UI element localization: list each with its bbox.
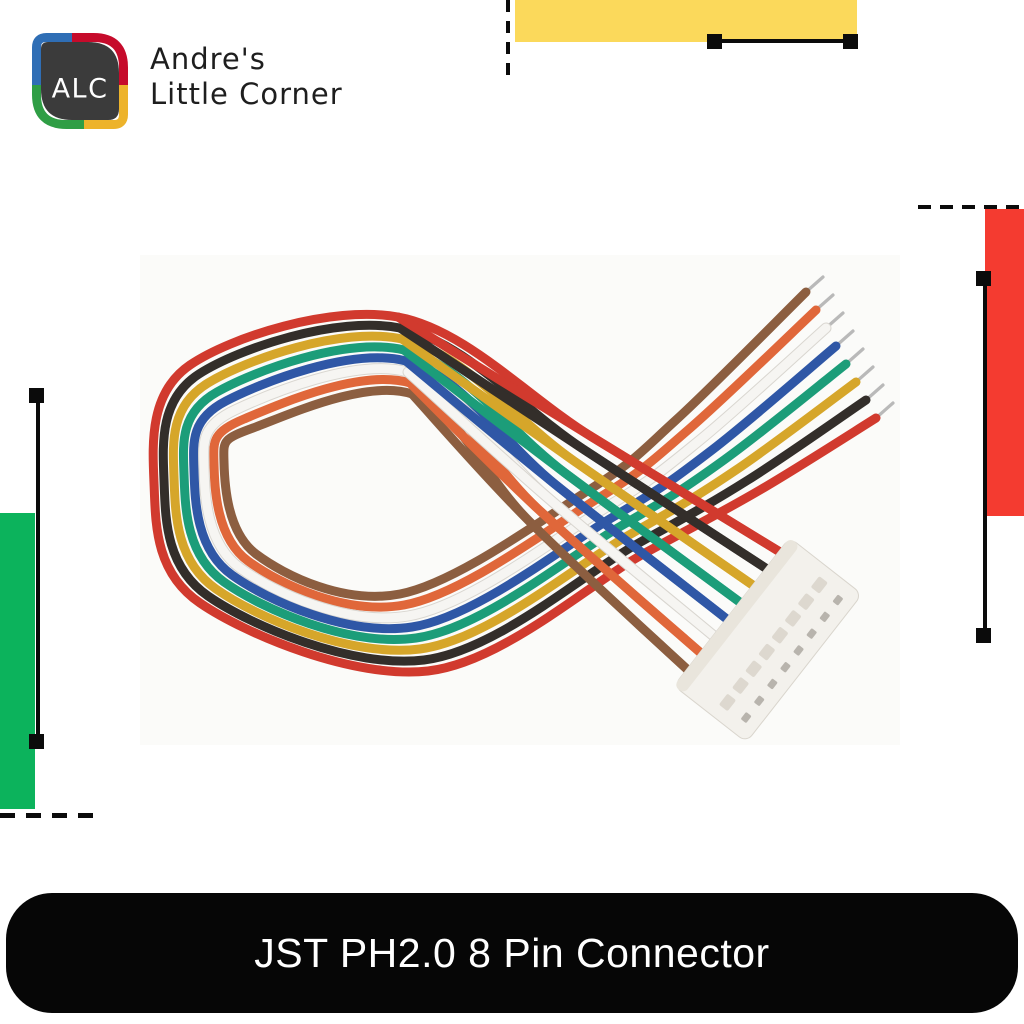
logo-tile <box>41 42 119 120</box>
accent-bar-yellow <box>515 0 857 42</box>
logo-arc-red <box>72 33 128 85</box>
connector-pin <box>780 662 791 673</box>
connector-slot <box>811 576 828 593</box>
brand-name-line2: Little Corner <box>150 77 343 111</box>
measure-line-top <box>714 39 850 43</box>
jst-connector <box>676 540 859 740</box>
logo-arc-green <box>32 85 84 129</box>
dashed-line-right <box>918 205 1024 209</box>
square-endpoint <box>976 628 991 643</box>
logo-arc-yellow <box>84 85 128 129</box>
connector-shading <box>676 540 798 692</box>
square-endpoint <box>843 34 858 49</box>
connector-pin <box>832 594 843 606</box>
product-photo <box>140 255 900 745</box>
brand-logo: ALC <box>32 33 128 129</box>
dashed-line-bottom-left <box>0 813 97 818</box>
connector-slot <box>785 610 801 627</box>
connector-pin <box>767 678 778 690</box>
connector-pin <box>741 712 752 723</box>
connector-slot <box>745 660 762 677</box>
connector-slot <box>798 593 815 610</box>
title-banner: JST PH2.0 8 Pin Connector <box>6 893 1018 1013</box>
connector-pin <box>819 611 830 622</box>
measure-line-right <box>983 278 987 636</box>
connector-pin <box>806 628 817 639</box>
wire-harness-illustration <box>140 255 900 745</box>
square-endpoint <box>976 271 991 286</box>
brand-name: Andre's Little Corner <box>150 42 343 112</box>
connector-pin <box>754 695 765 706</box>
logo-arc-blue <box>32 33 72 85</box>
connector-pin <box>793 645 804 656</box>
connector-slot <box>772 627 788 644</box>
connector-slot <box>732 677 749 694</box>
brand-name-line1: Andre's <box>150 42 266 76</box>
logo-monogram-text: ALC <box>52 74 109 105</box>
connector-slot <box>759 643 775 661</box>
dashed-line-top <box>506 0 510 80</box>
accent-bar-green <box>0 513 35 809</box>
measure-line-left <box>36 395 40 741</box>
square-endpoint <box>29 388 44 403</box>
accent-bar-red <box>985 209 1024 516</box>
square-endpoint <box>29 734 44 749</box>
connector-slot <box>719 694 736 711</box>
product-title: JST PH2.0 8 Pin Connector <box>254 929 770 976</box>
square-endpoint <box>707 34 722 49</box>
